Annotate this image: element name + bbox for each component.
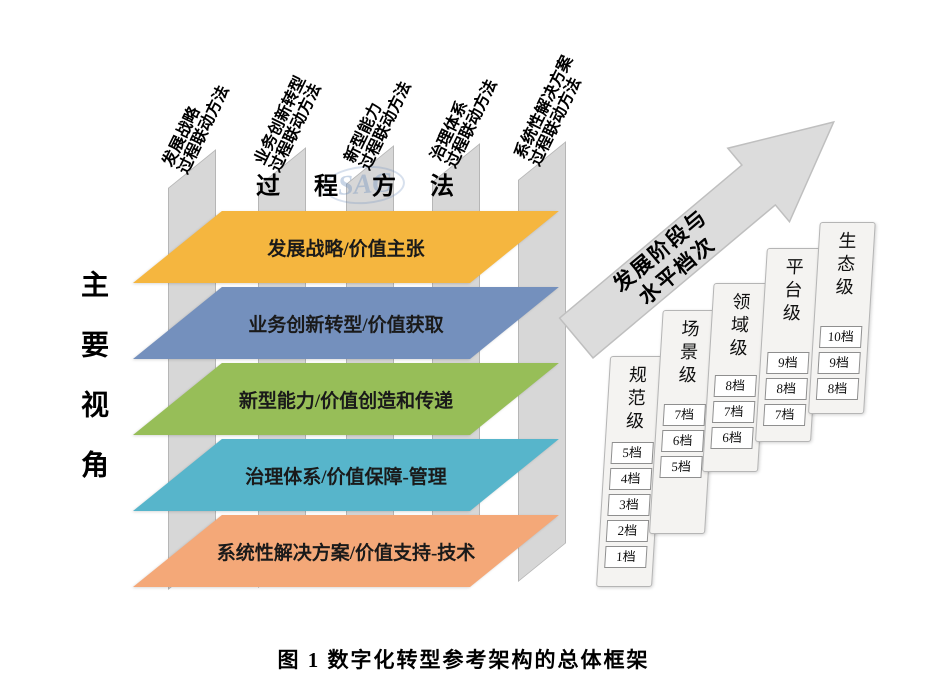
process-method-label-3: 新型能力 过程联动方法 [342, 72, 415, 173]
stage-standard-title: 规范级 [623, 365, 648, 434]
grade-box: 9档 [817, 352, 861, 374]
main-perspective-axis-label: 主要视角 [77, 270, 108, 510]
grade-box: 3档 [607, 494, 651, 516]
grade-box: 2档 [605, 520, 650, 542]
grade-box: 5档 [610, 442, 654, 464]
figure-caption: 图 1 数字化转型参考架构的总体框架 [277, 648, 650, 672]
grade-box: 4档 [608, 468, 653, 490]
grade-box: 7档 [762, 404, 807, 426]
stage-platform-title: 平台级 [780, 257, 805, 326]
process-method-label-1: 发展战略 过程联动方法 [160, 76, 233, 177]
process-method-label-4: 治理体系 过程联动方法 [428, 70, 501, 171]
grade-box: 6档 [661, 430, 705, 452]
stage-ecosystem-title: 生态级 [832, 231, 858, 300]
stage-scenario-title: 场景级 [675, 319, 701, 388]
layer-strategy-label: 发展战略/价值主张 [267, 238, 425, 260]
development-stage-arrow: 发展阶段与 水平档次 [543, 82, 868, 377]
grade-box: 5档 [659, 456, 703, 478]
layer-governance-label: 治理体系/价值保障-管理 [245, 466, 447, 488]
grade-box: 8档 [764, 378, 808, 400]
grade-box: 8档 [713, 375, 757, 397]
arrow-shape [558, 120, 836, 359]
grade-box: 7档 [662, 404, 706, 426]
grade-box: 8档 [815, 378, 860, 400]
process-methods-header: 过 程 方 法 [256, 174, 468, 200]
layer-new-capability-label: 新型能力/价值创造和传递 [238, 390, 454, 412]
grade-box: 10档 [819, 326, 863, 348]
grade-box: 7档 [711, 401, 756, 423]
stage-col-ecosystem: 生态级 10档 9档 8档 [808, 222, 876, 414]
stage-domain-title: 领域级 [726, 292, 752, 361]
layer-business-innovation-label: 业务创新转型/价值获取 [248, 314, 444, 336]
process-method-label-2: 业务创新转型 过程联动方法 [252, 74, 325, 175]
grade-box: 6档 [710, 427, 754, 449]
grade-box: 9档 [766, 352, 810, 374]
arrow-graphic [558, 120, 836, 359]
grade-box: 1档 [604, 546, 648, 568]
layer-systematic-solution-label: 系统性解决方案/价值支持-技术 [216, 542, 476, 564]
